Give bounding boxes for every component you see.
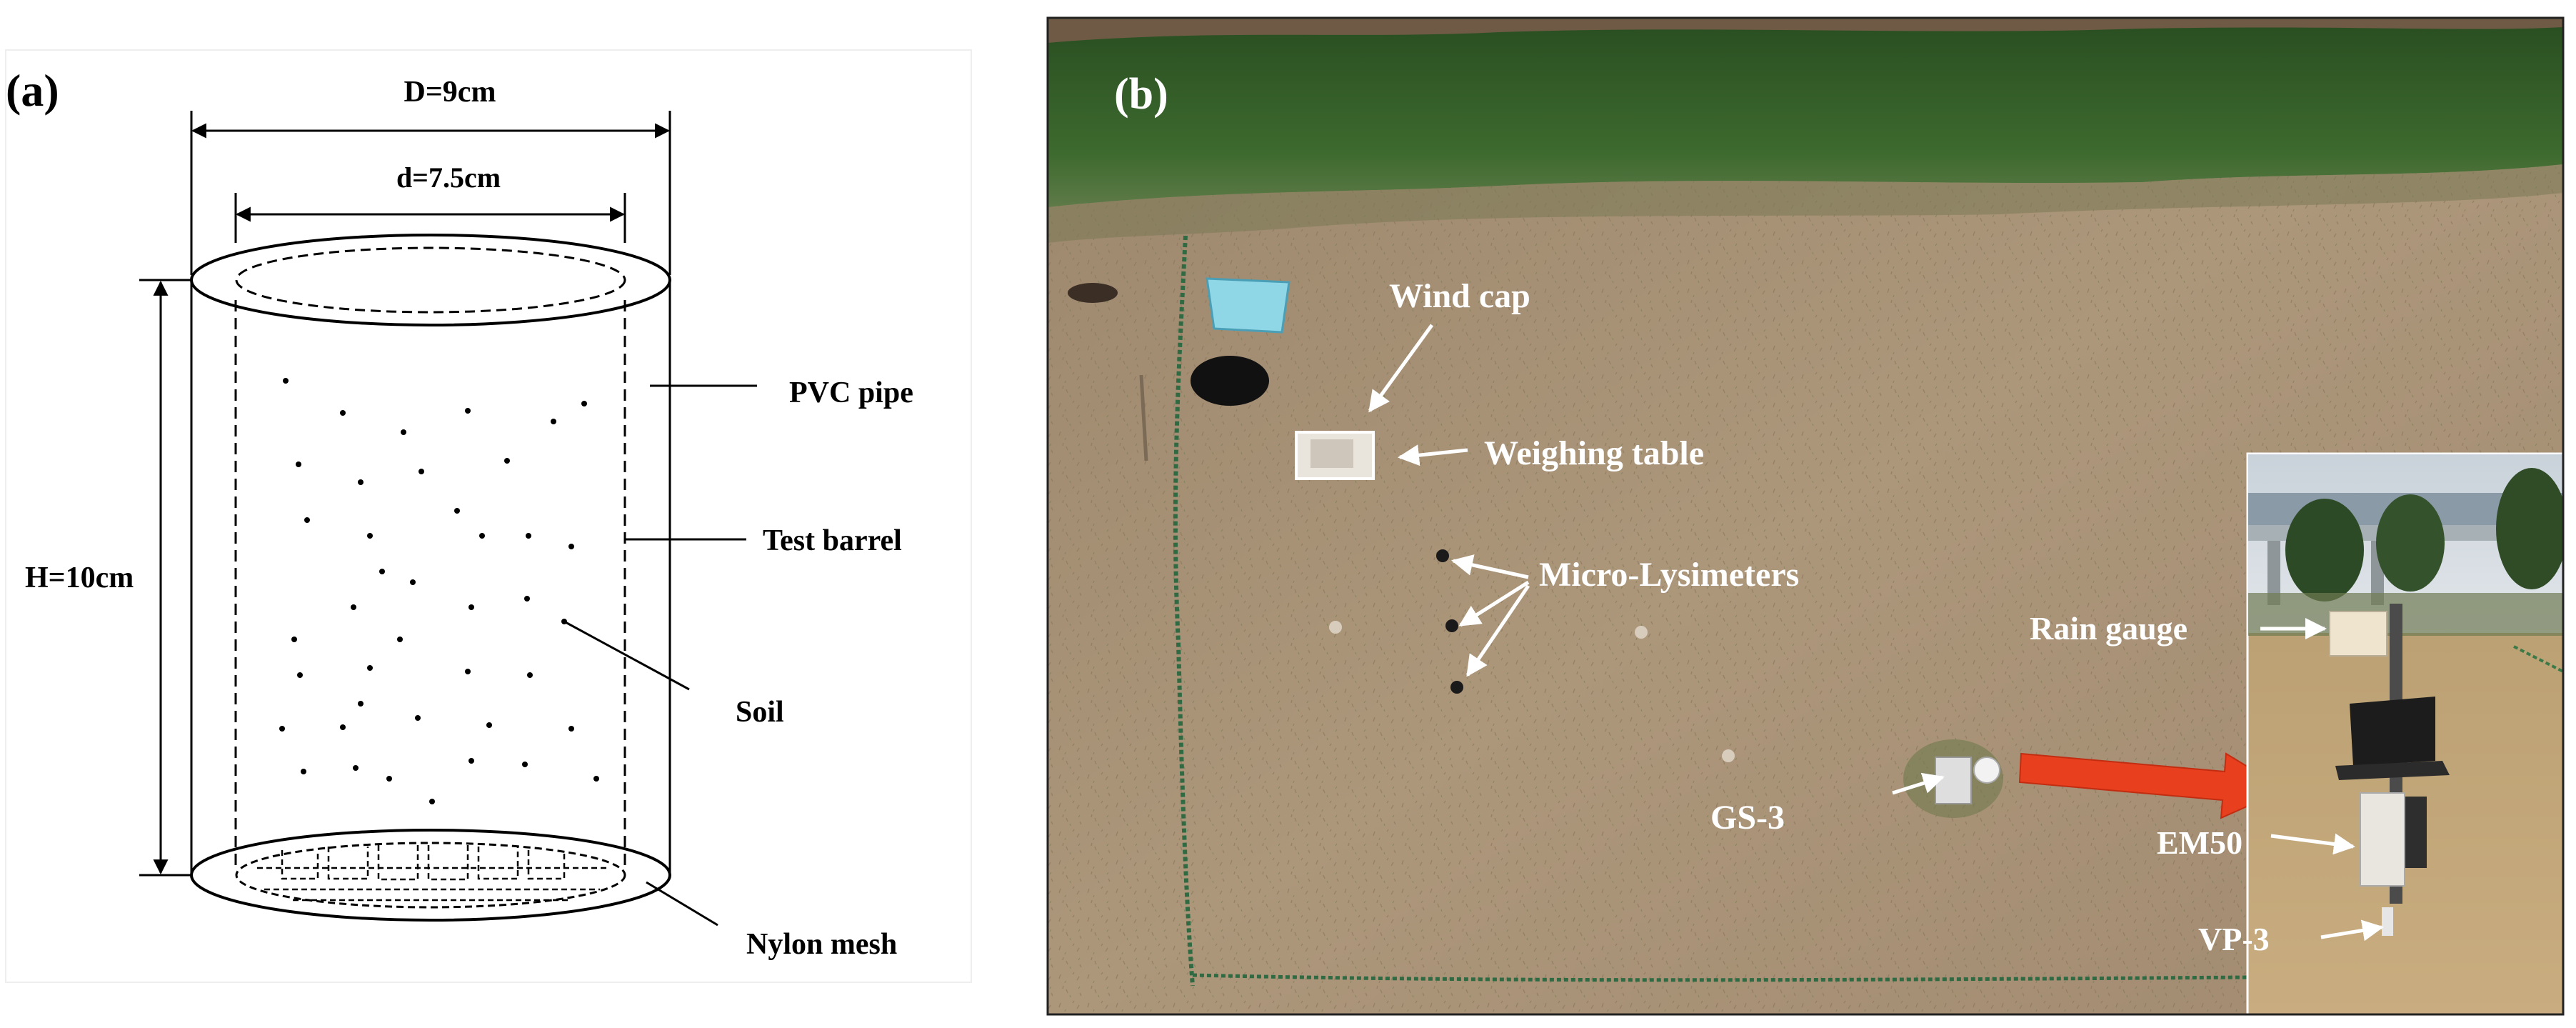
laptop-screen: [2350, 697, 2435, 766]
gs3-sensor: [1973, 757, 2000, 784]
marker-3: [1722, 749, 1735, 762]
leader-mesh: [646, 881, 718, 927]
dim-outer-label: D=9cm: [404, 76, 496, 109]
vp3-sensor: [2382, 907, 2393, 936]
marker-1: [1329, 621, 1342, 634]
label-nylon-mesh: Nylon mesh: [746, 928, 897, 961]
panel-b-tag: (b): [1114, 70, 1168, 119]
label-pvc-pipe: PVC pipe: [789, 376, 913, 409]
inset-pillar-1: [2267, 541, 2280, 605]
annotation-arrows: [1368, 324, 2384, 942]
label-weighing-table: Weighing table: [1484, 434, 1704, 472]
barrel-top-rim: [235, 246, 626, 314]
pvc-bottom-rim: [190, 829, 671, 922]
em50-bracket: [2405, 797, 2427, 868]
label-rain-gauge: Rain gauge: [2030, 610, 2187, 647]
leader-soil: [563, 620, 690, 691]
pvc-top-rim: [190, 234, 671, 326]
net-fence-horizontal: [1192, 973, 2250, 982]
label-em50: EM50: [2157, 824, 2242, 861]
debris: [1068, 283, 1118, 303]
black-bag: [1191, 356, 1269, 406]
laptop-base: [2335, 761, 2450, 780]
arrow-vp3: [2320, 919, 2384, 942]
inset-photo: [2246, 452, 2563, 1014]
label-test-barrel: Test barrel: [763, 524, 902, 557]
rain-gauge: [2329, 611, 2387, 657]
arrow-em50: [2270, 833, 2355, 855]
stake: [1139, 374, 1148, 461]
lysimeter-2: [1445, 619, 1458, 632]
inset-tree-1: [2285, 499, 2364, 602]
net-fence-vertical: [1173, 235, 1195, 987]
blue-basin: [1206, 277, 1290, 334]
label-soil: Soil: [736, 696, 784, 729]
marker-2: [1635, 626, 1648, 639]
panel-b-frame: [1046, 16, 2565, 1016]
panel-a-diagram: (a) D=9cm d=7.5cm H=10cm: [5, 49, 972, 983]
inset-tree-3: [2496, 468, 2563, 589]
arrow-lysimeter-1: [1451, 554, 1529, 579]
label-micro-lysimeters: Micro-Lysimeters: [1539, 556, 1799, 594]
panel-b-photo: (b) Wind cap Weighing table Micro-Lysime…: [1046, 16, 2565, 1016]
inset-tree-2: [2376, 494, 2445, 592]
lysimeter-1: [1436, 549, 1449, 562]
panel-a-tag: (a): [6, 65, 59, 116]
label-vp3: VP-3: [2198, 921, 2270, 957]
arrow-gs3: [1892, 772, 1945, 795]
wind-cap: [1310, 439, 1353, 468]
arrow-lysimeter-3: [1465, 584, 1530, 677]
arrow-lysimeter-2: [1458, 580, 1530, 627]
hedge-edge: [1048, 164, 2563, 243]
lysimeter-3: [1450, 681, 1463, 694]
soil-particles: [279, 378, 599, 804]
hedge-row: [1048, 27, 2563, 207]
dim-inner-label: d=7.5cm: [396, 161, 501, 194]
arrow-wind-cap: [1368, 324, 1434, 413]
barrel-bottom-rim: [235, 842, 626, 909]
nylon-mesh-pattern: [257, 845, 607, 902]
inset-fence: [2513, 645, 2563, 673]
gs3-box: [1935, 757, 1972, 804]
em50-logger: [2360, 792, 2405, 887]
label-wind-cap: Wind cap: [1389, 277, 1530, 315]
label-gs3: GS-3: [1710, 799, 1785, 837]
arrow-weighing-table: [1398, 444, 1468, 466]
panel-a-frame: [5, 49, 972, 983]
dim-height-label: H=10cm: [25, 562, 134, 594]
